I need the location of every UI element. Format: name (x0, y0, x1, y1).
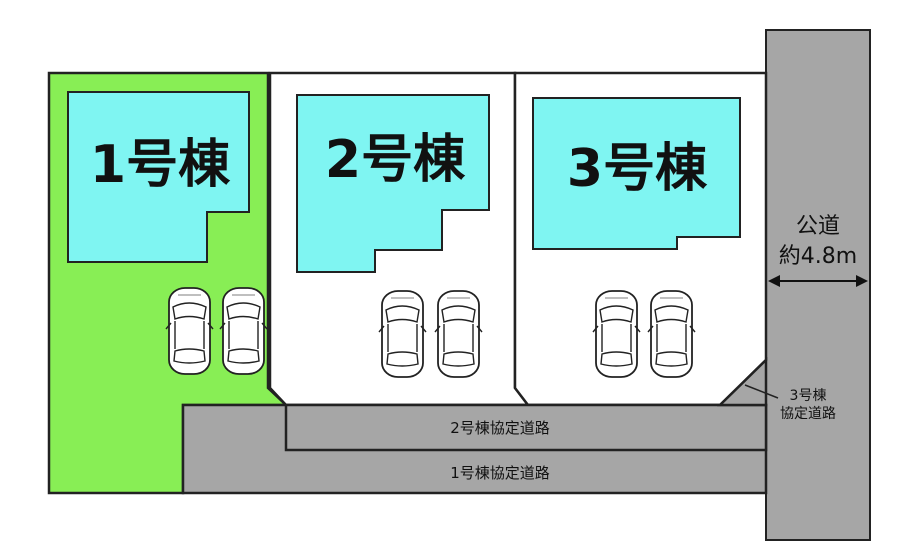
car-icon (434, 290, 483, 378)
private-road-1-label: 1号棟協定道路 (450, 464, 550, 482)
house-3 (532, 97, 741, 250)
public-road-width-label: 約4.8m (779, 244, 857, 269)
car-icon (165, 287, 214, 375)
house-1 (67, 91, 250, 263)
private-road-3 (716, 357, 768, 407)
car-icon (592, 290, 641, 378)
car-icon (378, 290, 427, 378)
public-road-label: 公道 (796, 214, 840, 239)
house-2 (296, 94, 490, 273)
public-road (765, 29, 871, 541)
lot-3-road-label-line2: 協定道路 (780, 406, 836, 422)
private-road-2-label: 2号棟協定道路 (450, 419, 550, 437)
lot-3-label: 3号棟 (567, 139, 708, 199)
car-icon (219, 287, 268, 375)
car-icon (647, 290, 696, 378)
lot-1-label: 1号棟 (90, 135, 231, 195)
lot-3-road-label-line1: 3号棟 (790, 388, 827, 404)
lot-2-label: 2号棟 (325, 130, 466, 190)
private-road-2 (284, 403, 768, 452)
